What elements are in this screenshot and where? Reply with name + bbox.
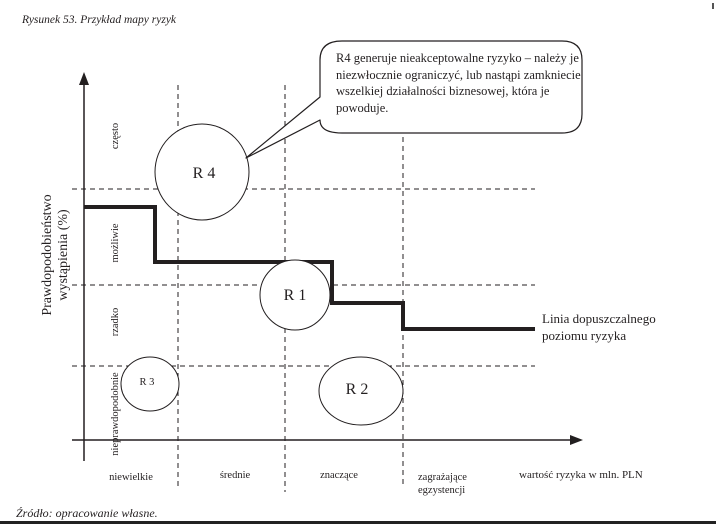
- risk-r2-circle: [318, 356, 404, 426]
- risk-r4-label: R 4: [193, 165, 216, 182]
- y-category-czesto: często: [110, 123, 121, 149]
- x-category-niewielkie: niewielkie: [109, 472, 153, 483]
- risk-r1-label: R 1: [284, 287, 307, 304]
- y-category-mozliwie: możliwie: [110, 223, 121, 262]
- x-category-zagrazajace-line2: egzystencji: [418, 485, 466, 496]
- bottom-rule: [0, 521, 716, 524]
- y-axis-label-line2: wystąpienia (%): [56, 209, 71, 301]
- y-category-nieprawdopodobnie: nieprawdopodobnie: [110, 372, 121, 456]
- tolerance-line-label-1: Linia dopuszczalnego: [542, 311, 656, 326]
- risk-r2-label: R 2: [346, 381, 369, 398]
- tolerance-line-label: Linia dopuszczalnego poziomu ryzyka: [542, 310, 656, 344]
- y-category-rzadko: rzadko: [110, 308, 121, 337]
- x-category-znaczace: znaczące: [320, 470, 358, 481]
- x-category-zagrazajace-line1: zagrażające: [418, 472, 467, 483]
- figure-caption: Rysunek 53. Przykład mapy ryzyk: [22, 14, 177, 26]
- risk-r3-circle: [120, 356, 180, 412]
- corner-mark: [712, 3, 714, 9]
- risk-r4-circle: [154, 123, 250, 221]
- x-category-zagrazajace: zagrażające egzystencji: [418, 471, 482, 497]
- x-axis-arrow: [570, 435, 583, 445]
- x-category-srednie: średnie: [219, 470, 251, 481]
- callout-text: R4 generuje nieakceptowalne ryzyko – nal…: [336, 51, 581, 115]
- risk-r3-label: R 3: [140, 377, 155, 388]
- figure-source: Źródło: opracowanie własne.: [16, 506, 158, 520]
- tolerance-line-label-2: poziomu ryzyka: [542, 328, 627, 343]
- risk-r1-circle: [259, 259, 331, 331]
- y-axis-arrow: [79, 72, 89, 85]
- tolerance-line: [84, 205, 535, 331]
- x-axis-label: wartość ryzyka w mln. PLN: [519, 469, 643, 481]
- callout-bubble: [245, 40, 583, 159]
- y-axis-label-line1: Prawdopodobieństwo: [40, 194, 55, 315]
